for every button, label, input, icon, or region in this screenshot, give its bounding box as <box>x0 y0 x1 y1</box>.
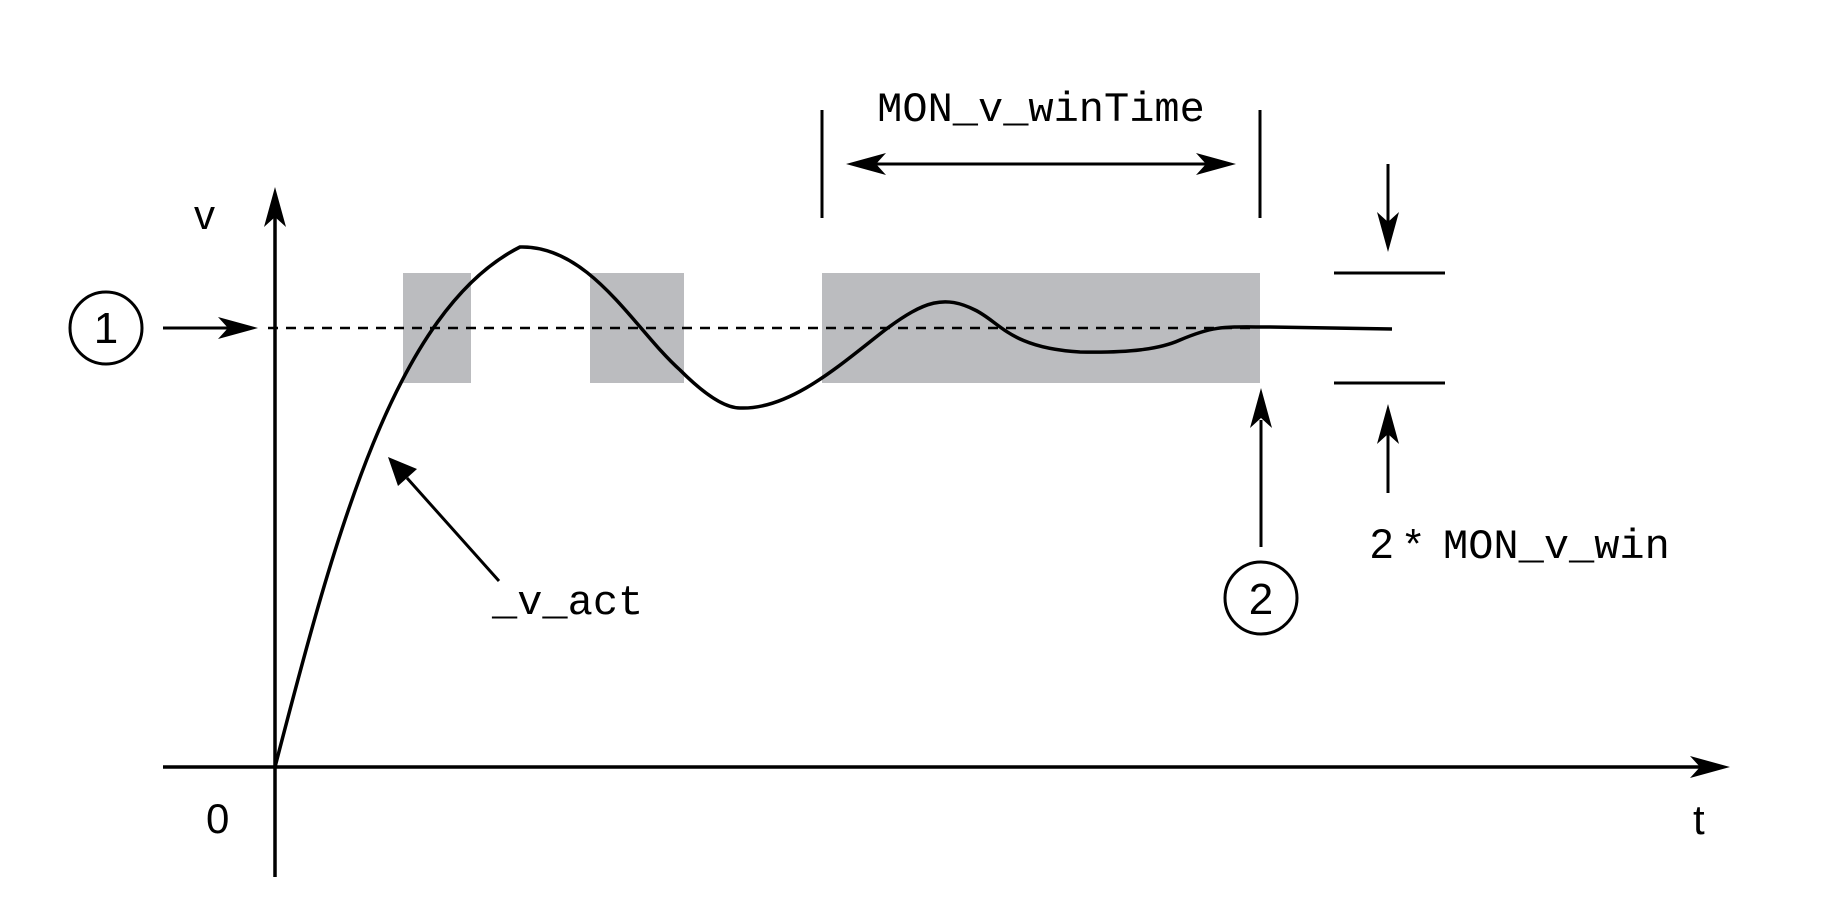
marker-1-circle <box>68 290 144 366</box>
time-axis-label: t <box>1693 796 1705 843</box>
marker-1-arrowhead <box>218 317 258 339</box>
v-act-curve <box>273 245 1393 768</box>
marker-2-circle <box>1223 560 1299 636</box>
window-bottom-arrowhead <box>1377 404 1399 444</box>
velocity-axis-label: v <box>194 191 215 238</box>
v-act-label: _v_act <box>491 579 643 627</box>
win-time-arrowhead-right <box>1196 153 1236 175</box>
window-param-label: MON_v_win <box>1443 523 1670 571</box>
win-time-arrowhead-left <box>846 153 886 175</box>
origin-label: 0 <box>206 795 229 842</box>
window-top-arrowhead <box>1377 212 1399 252</box>
window-factor-label: 2 * <box>1370 520 1421 567</box>
time-axis-arrowhead <box>1690 756 1730 778</box>
marker-1-label: 1 <box>94 304 118 353</box>
marker-2-arrowhead <box>1250 388 1272 428</box>
velocity-axis-arrowhead <box>264 187 286 227</box>
win-time-label: MON_v_winTime <box>877 86 1205 134</box>
marker-2-label: 2 <box>1249 575 1273 624</box>
v-act-pointer-arrowhead <box>388 457 417 486</box>
v-act-pointer-line <box>405 477 501 582</box>
